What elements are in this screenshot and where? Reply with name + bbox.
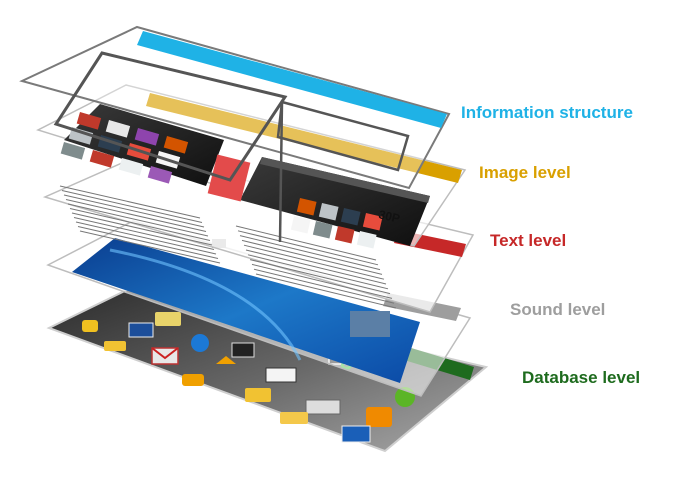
photo-app-tile <box>340 208 361 226</box>
text-line <box>251 263 393 299</box>
text-line <box>63 194 205 228</box>
photo-tile <box>163 136 189 154</box>
text-line <box>255 273 397 309</box>
text-line <box>247 254 389 290</box>
text-line <box>241 239 383 275</box>
photo-tile <box>60 142 86 160</box>
sound-layer <box>46 220 472 397</box>
photo-app-tile <box>312 220 333 239</box>
frame-connector <box>278 101 284 243</box>
sound-screen-swoosh <box>109 248 302 361</box>
sound-screen-image <box>72 238 420 383</box>
menu-icon <box>82 320 98 332</box>
photo-app-tile <box>290 215 311 234</box>
folder-icon <box>245 388 271 402</box>
photo-tile <box>147 166 173 184</box>
text-line <box>73 217 215 250</box>
tv-icon <box>128 322 154 338</box>
music-mixer-icon <box>231 342 255 358</box>
text-line <box>79 230 221 264</box>
text-line <box>59 185 201 219</box>
folder-icon <box>104 341 126 351</box>
label-sound-level: Sound level <box>510 300 606 319</box>
photo-app-tiles <box>290 197 383 249</box>
text-line <box>69 208 211 241</box>
text-line <box>61 190 203 223</box>
label-image-level: Image level <box>479 163 571 182</box>
photo-tile <box>76 112 102 130</box>
briefcase-icon <box>155 312 181 326</box>
photo-app-tile <box>296 197 317 216</box>
sound-portrait-image <box>350 311 390 337</box>
text-line <box>243 244 385 280</box>
photo-tile <box>105 119 131 138</box>
label-information-structure: Information structure <box>461 103 633 122</box>
photo-app-tile <box>356 231 377 249</box>
text-line <box>249 259 391 295</box>
photo-app-tile <box>334 226 355 244</box>
image-color-bar <box>146 93 462 183</box>
globe-icon <box>182 374 204 386</box>
text-line <box>239 235 381 271</box>
mail-flap-icon <box>151 347 179 360</box>
text-line <box>253 268 395 304</box>
information-structure-frame <box>53 51 288 182</box>
information-structure-layer <box>19 25 451 243</box>
text-line <box>237 230 379 266</box>
rss-icon <box>366 407 392 427</box>
photo-app-screen <box>240 157 430 246</box>
piano-icon <box>265 367 297 383</box>
photo-tile <box>118 158 144 176</box>
tv-icon <box>341 425 371 443</box>
keyboard-icon <box>305 399 341 415</box>
photo-tile <box>134 128 160 146</box>
photo-app-tile <box>362 213 383 231</box>
text-line <box>67 203 209 237</box>
text-line <box>65 199 207 232</box>
text-line <box>71 212 213 246</box>
label-text-level: Text level <box>490 231 567 250</box>
photo-app-tile <box>318 203 339 221</box>
text-line <box>75 221 217 255</box>
folder-icon <box>280 412 308 424</box>
information-structure-inner-frame <box>276 100 410 172</box>
arrow-icon <box>216 356 236 364</box>
information-structure-panel <box>19 25 451 190</box>
label-database-level: Database level <box>522 368 641 387</box>
text-line <box>77 226 219 259</box>
play-icon <box>191 334 209 352</box>
text-line <box>245 249 387 285</box>
photo-tile <box>89 149 115 168</box>
text-line <box>235 225 377 261</box>
photo-app-topbar <box>260 157 430 203</box>
text-lines <box>59 185 397 309</box>
photo-tile-badge: 30P <box>377 207 401 225</box>
information-structure-color-bar <box>137 31 447 128</box>
